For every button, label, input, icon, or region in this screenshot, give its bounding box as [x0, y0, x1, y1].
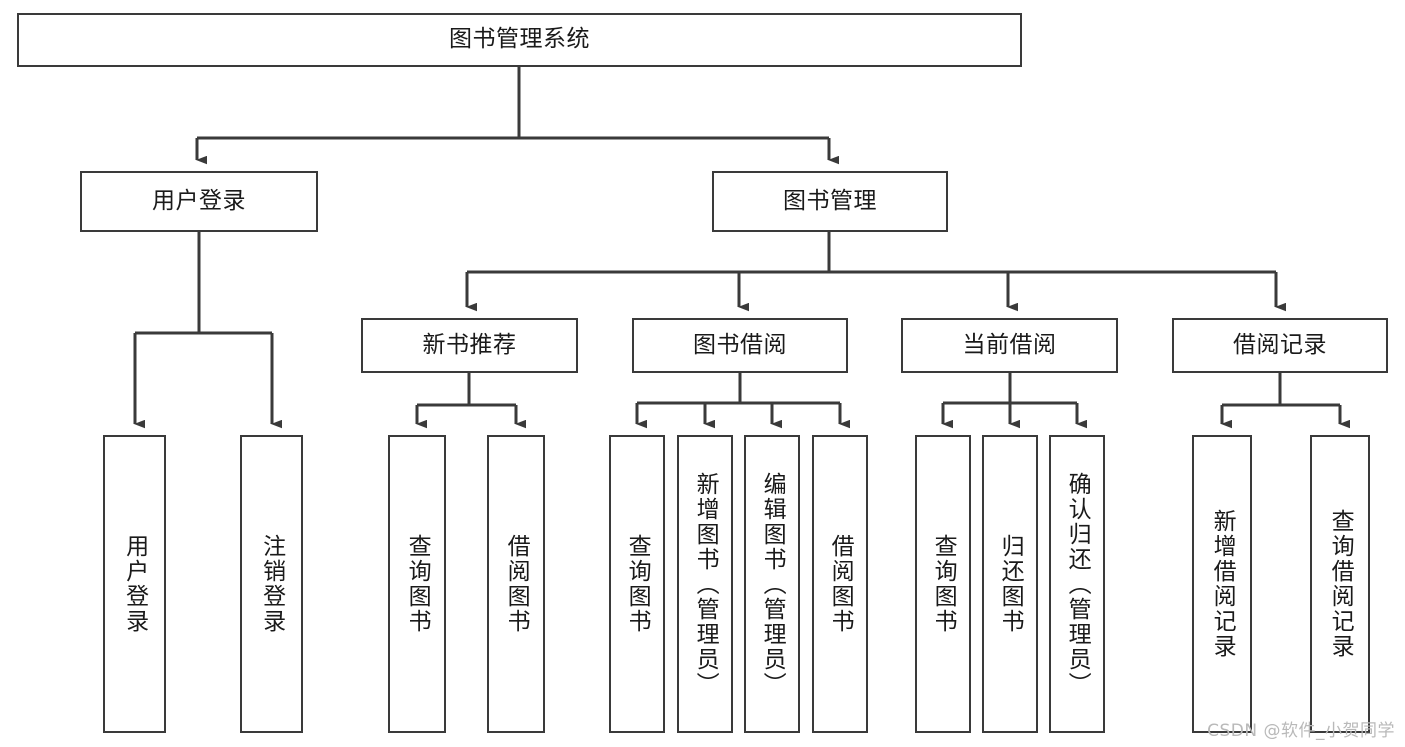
node-leaf-add-book-label: 新增图书（管理员） — [692, 471, 719, 697]
node-leaf-borrow-book-label: 借阅图书 — [827, 534, 854, 634]
node-leaf-edit-book[interactable]: 编辑图书（管理员） — [744, 435, 800, 733]
node-leaf-logout[interactable]: 注销登录 — [240, 435, 303, 733]
node-leaf-return-book-label: 归还图书 — [997, 534, 1024, 634]
node-leaf-query-book-borrow-label: 查询图书 — [624, 534, 651, 634]
node-leaf-user-login[interactable]: 用户登录 — [103, 435, 166, 733]
node-leaf-query-borrow-record-label: 查询借阅记录 — [1327, 509, 1354, 659]
node-leaf-confirm-return-label: 确认归还（管理员） — [1064, 471, 1091, 697]
node-leaf-add-borrow-record-label: 新增借阅记录 — [1209, 509, 1236, 659]
node-leaf-borrow-book-recommend-label: 借阅图书 — [503, 534, 530, 634]
node-leaf-return-book[interactable]: 归还图书 — [982, 435, 1038, 733]
node-leaf-borrow-book-recommend[interactable]: 借阅图书 — [487, 435, 545, 733]
node-book-management-label: 图书管理 — [783, 187, 877, 214]
node-leaf-edit-book-label: 编辑图书（管理员） — [759, 471, 786, 697]
node-new-book-recommend-label: 新书推荐 — [422, 331, 517, 358]
node-leaf-query-book-current-label: 查询图书 — [930, 534, 957, 634]
node-borrow-record[interactable]: 借阅记录 — [1172, 318, 1388, 373]
node-leaf-logout-label: 注销登录 — [258, 534, 285, 634]
node-leaf-borrow-book[interactable]: 借阅图书 — [812, 435, 868, 733]
node-book-management[interactable]: 图书管理 — [712, 171, 948, 232]
node-user-login-label: 用户登录 — [152, 187, 246, 214]
node-current-borrow-label: 当前借阅 — [962, 331, 1057, 358]
node-book-borrow-label: 图书借阅 — [693, 331, 787, 358]
node-leaf-add-borrow-record[interactable]: 新增借阅记录 — [1192, 435, 1252, 733]
node-user-login[interactable]: 用户登录 — [80, 171, 318, 232]
node-leaf-add-book[interactable]: 新增图书（管理员） — [677, 435, 733, 733]
node-leaf-query-book-borrow[interactable]: 查询图书 — [609, 435, 665, 733]
node-leaf-confirm-return[interactable]: 确认归还（管理员） — [1049, 435, 1105, 733]
node-book-borrow[interactable]: 图书借阅 — [632, 318, 848, 373]
node-leaf-user-login-label: 用户登录 — [121, 534, 148, 634]
node-leaf-query-book-current[interactable]: 查询图书 — [915, 435, 971, 733]
node-leaf-query-book-recommend[interactable]: 查询图书 — [388, 435, 446, 733]
node-new-book-recommend[interactable]: 新书推荐 — [361, 318, 578, 373]
node-current-borrow[interactable]: 当前借阅 — [901, 318, 1118, 373]
node-root[interactable]: 图书管理系统 — [17, 13, 1022, 67]
node-leaf-query-book-recommend-label: 查询图书 — [404, 534, 431, 634]
node-borrow-record-label: 借阅记录 — [1233, 331, 1327, 358]
node-leaf-query-borrow-record[interactable]: 查询借阅记录 — [1310, 435, 1370, 733]
node-root-label: 图书管理系统 — [449, 26, 590, 53]
